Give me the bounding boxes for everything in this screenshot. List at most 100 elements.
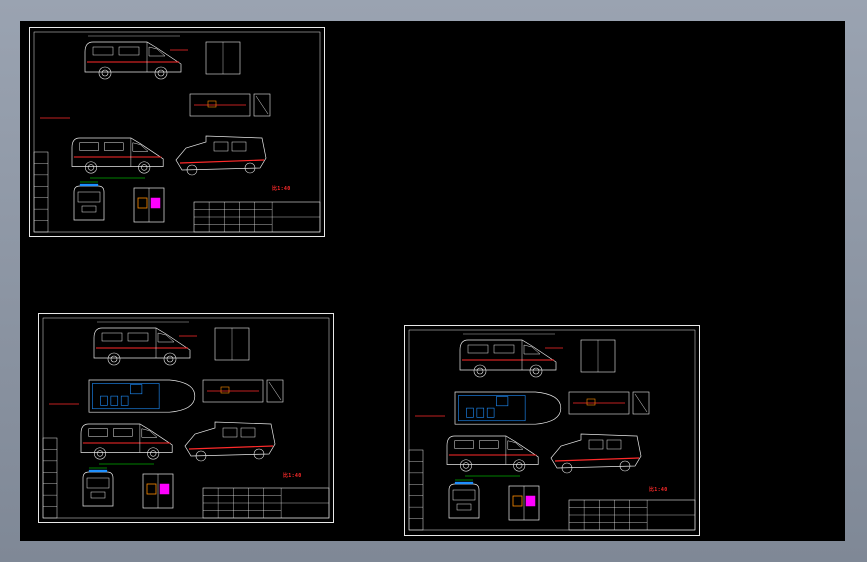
red-stripe — [554, 457, 640, 462]
van-window — [493, 344, 515, 354]
cabinet — [220, 386, 230, 394]
van-windshield — [141, 428, 158, 438]
van-front-body — [82, 471, 114, 507]
wheel — [561, 462, 573, 474]
van-3d-body — [175, 135, 267, 171]
van-side-body — [80, 423, 173, 453]
red-stripe — [179, 159, 265, 164]
van-window — [118, 46, 140, 56]
windshield — [452, 489, 476, 501]
van-front-body — [448, 483, 480, 519]
van-side-body — [71, 137, 164, 167]
rear-door-panel — [146, 483, 157, 495]
hub — [110, 355, 118, 363]
wheel — [138, 161, 151, 174]
wheel — [163, 352, 177, 366]
wheel — [195, 450, 207, 462]
grille — [456, 503, 472, 511]
van-3d-body — [184, 421, 276, 457]
wheel — [186, 164, 198, 176]
hub — [476, 367, 484, 375]
wheel — [147, 447, 160, 460]
seat — [466, 407, 474, 418]
hub — [516, 462, 523, 469]
interior-diagonal — [634, 393, 648, 413]
plan-outline — [88, 379, 196, 413]
van-side-body — [93, 327, 191, 359]
wheel — [107, 352, 121, 366]
interior-section — [202, 379, 264, 403]
van-window — [479, 440, 499, 449]
light-bar — [454, 481, 474, 485]
interior-end — [266, 379, 284, 403]
interior-diagonal — [268, 381, 282, 401]
van-windshield — [507, 440, 524, 450]
cabinet — [496, 396, 509, 407]
van-3d-body — [550, 433, 642, 469]
van-side-body — [459, 339, 557, 371]
hub — [157, 69, 165, 77]
scale-label: 比1:40 — [272, 186, 291, 192]
wheel — [619, 460, 631, 472]
wheel — [253, 448, 265, 460]
hub — [150, 450, 157, 457]
rear-door-panel — [512, 495, 523, 507]
rear-door-panel — [150, 197, 161, 209]
van-front-body — [73, 185, 105, 221]
scale-label: 比1:40 — [283, 473, 302, 479]
van-window — [467, 344, 489, 354]
van-window — [92, 46, 114, 56]
drawing-sheet-1[interactable]: 比1:40 — [29, 27, 325, 237]
wheel — [84, 161, 97, 174]
interior-diagonal — [255, 95, 269, 115]
wheel — [529, 364, 543, 378]
wheel — [459, 459, 472, 472]
plan-outline — [454, 391, 562, 425]
van-side-body — [446, 435, 539, 465]
van-windshield — [148, 46, 166, 57]
wheel — [513, 459, 526, 472]
sheet-1-drawing — [33, 31, 321, 233]
interior-end — [253, 93, 271, 117]
cabin-floor — [458, 395, 526, 422]
rear-door-panel — [137, 197, 148, 209]
cad-model-space[interactable]: 比1:40 比1:40 比1:40 — [20, 21, 845, 541]
wheel — [98, 66, 112, 80]
cabin-floor — [92, 383, 160, 410]
scale-label: 比1:40 — [649, 487, 668, 493]
van-window — [222, 427, 238, 438]
seat — [120, 395, 129, 406]
light-bar — [88, 469, 108, 473]
van-window — [104, 142, 124, 151]
cabinet — [130, 384, 143, 395]
revision-strip — [33, 151, 49, 233]
wheel — [473, 364, 487, 378]
windshield — [77, 191, 101, 203]
cabinet — [207, 100, 217, 108]
hub — [96, 450, 104, 457]
drawing-sheet-2[interactable]: 比1:40 — [38, 313, 334, 523]
van-window — [606, 439, 622, 450]
hub — [532, 367, 540, 375]
inner-border — [408, 329, 696, 531]
grille — [81, 205, 97, 213]
wheel — [154, 66, 168, 80]
inner-border — [42, 317, 330, 519]
windshield — [86, 477, 110, 489]
interior-section — [568, 391, 630, 415]
van-window — [454, 440, 474, 449]
rear-door-panel — [525, 495, 536, 507]
van-window — [88, 428, 108, 437]
wheel — [93, 447, 106, 460]
revision-strip — [408, 449, 424, 531]
light-bar — [79, 183, 99, 187]
interior-end — [632, 391, 650, 415]
sheet-2-drawing — [42, 317, 330, 519]
van-windshield — [523, 344, 541, 355]
seat — [110, 395, 119, 406]
van-window — [127, 332, 149, 342]
drawing-sheet-3[interactable]: 比1:40 — [404, 325, 700, 536]
van-window — [231, 141, 247, 152]
van-window — [213, 141, 229, 152]
van-window — [79, 142, 99, 151]
